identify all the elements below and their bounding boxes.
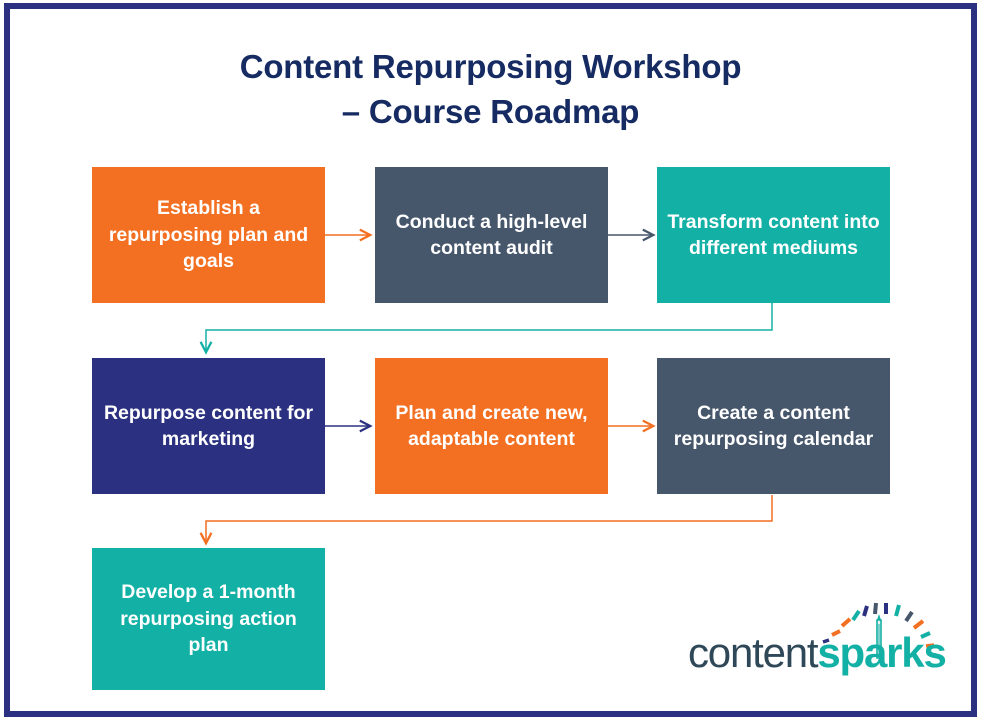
flow-node-label: Develop a 1-month repurposing action pla… bbox=[120, 581, 297, 657]
flow-node-step-7[interactable]: Develop a 1-month repurposing action pla… bbox=[92, 548, 325, 690]
flow-node-step-5[interactable]: Plan and create new, adaptable content bbox=[375, 358, 608, 494]
flow-node-label: Create a content repurposing calendar bbox=[673, 401, 874, 451]
arrow-step3-to-step4 bbox=[206, 303, 773, 352]
flow-node-step-1[interactable]: Establish a repurposing plan and goals bbox=[92, 167, 325, 303]
flow-node-step-3[interactable]: Transform content into different mediums bbox=[657, 167, 890, 303]
flow-node-label: Plan and create new, adaptable content bbox=[395, 401, 588, 451]
logo-wordmark: contentsparks bbox=[688, 629, 947, 676]
pencil-icon bbox=[876, 614, 882, 659]
flow-node-step-4[interactable]: Repurpose content for marketing bbox=[92, 358, 325, 494]
flow-node-step-2[interactable]: Conduct a high-level content audit bbox=[375, 167, 608, 303]
page-title-line-2: – Course Roadmap bbox=[341, 93, 640, 130]
logo-word-content: content bbox=[688, 629, 819, 676]
flow-node-label: Repurpose content for marketing bbox=[103, 401, 314, 451]
contentsparks-logo: contentsparks bbox=[688, 600, 947, 680]
spark-burst-icon bbox=[822, 602, 935, 659]
flow-node-label: Transform content into different mediums bbox=[667, 210, 880, 260]
page-title: Content Repurposing Workshop – Course Ro… bbox=[0, 44, 981, 134]
logo-word-sparks: sparks bbox=[817, 629, 946, 676]
arrow-step6-to-step7 bbox=[206, 495, 773, 543]
page-title-line-1: Content Repurposing Workshop bbox=[239, 48, 742, 85]
flow-node-label: Establish a repurposing plan and goals bbox=[108, 197, 309, 273]
flow-node-step-6[interactable]: Create a content repurposing calendar bbox=[657, 358, 890, 494]
flow-node-label: Conduct a high-level content audit bbox=[395, 210, 588, 260]
